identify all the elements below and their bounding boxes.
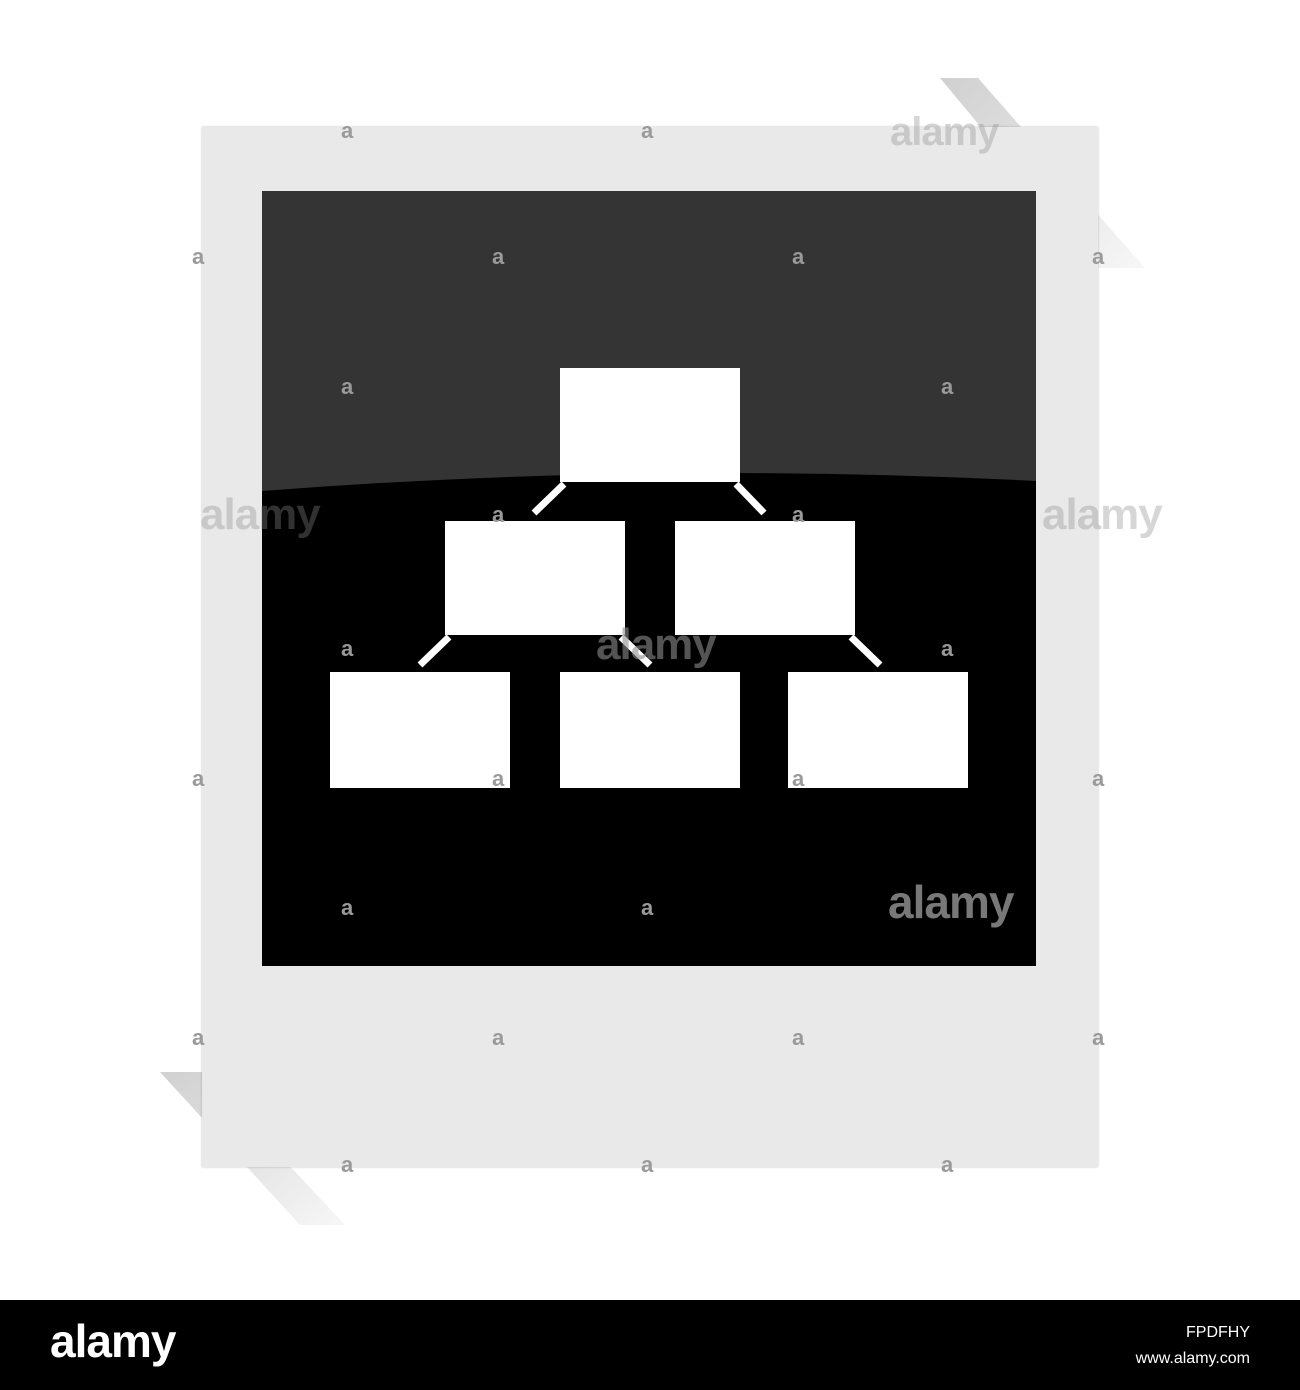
watermark-letter: a <box>1092 1025 1105 1050</box>
hierarchy-connector <box>848 634 883 668</box>
watermark-letter: a <box>792 502 805 527</box>
hierarchy-connector <box>733 481 767 516</box>
watermark-letter: a <box>492 244 505 269</box>
watermark-letter: a <box>492 1025 505 1050</box>
watermark-letter: a <box>341 895 354 920</box>
watermark-letter: a <box>1092 244 1105 269</box>
watermark-letter: a <box>941 374 954 399</box>
site-url: www.alamy.com <box>1135 1350 1250 1367</box>
watermark-letter: a <box>941 1152 954 1177</box>
image-id: FPDFHY <box>1186 1324 1250 1341</box>
watermark-letter: a <box>341 118 354 143</box>
watermark-text: alamy <box>1042 490 1163 539</box>
watermark-text: alamy <box>890 110 999 154</box>
watermark-letter: a <box>192 1025 205 1050</box>
watermark-letter: a <box>941 636 954 661</box>
watermark-text: alamy <box>200 490 321 539</box>
watermark-letter: a <box>1092 766 1105 791</box>
watermark-letter: a <box>492 766 505 791</box>
gloss-highlight <box>262 191 1036 491</box>
watermark-letter: a <box>641 1152 654 1177</box>
hierarchy-icon <box>330 368 968 788</box>
hierarchy-connector <box>618 634 653 668</box>
footer-bar: alamy FPDFHY www.alamy.com <box>0 1300 1300 1390</box>
watermark-text: alamy <box>888 876 1014 928</box>
hierarchy-connector <box>531 481 567 516</box>
watermark-letter: a <box>341 636 354 661</box>
hierarchy-node-mid-left <box>445 521 625 635</box>
hierarchy-node-bottom-center <box>560 672 740 788</box>
hierarchy-connector <box>417 634 452 668</box>
image-id-block: FPDFHY www.alamy.com <box>1136 1320 1250 1372</box>
watermark-letter: a <box>641 895 654 920</box>
hierarchy-node-bottom-right <box>788 672 968 788</box>
watermark-letter: a <box>192 766 205 791</box>
watermark-letter: a <box>192 244 205 269</box>
watermark-letter: a <box>641 118 654 143</box>
watermark-letter: a <box>341 1152 354 1177</box>
hierarchy-node-top <box>560 368 740 482</box>
watermark-letter: a <box>792 766 805 791</box>
watermark-letter: a <box>792 1025 805 1050</box>
photo-window <box>262 191 1036 966</box>
hierarchy-node-bottom-left <box>330 672 510 788</box>
watermark-text: alamy <box>596 620 717 669</box>
hierarchy-node-mid-right <box>675 521 855 635</box>
watermark-letter: a <box>792 244 805 269</box>
alamy-logo: alamy <box>50 1315 176 1367</box>
watermark-letter: a <box>492 502 505 527</box>
watermark-letter: a <box>341 374 354 399</box>
